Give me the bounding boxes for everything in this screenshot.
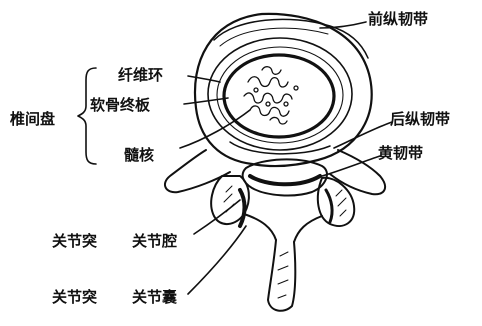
label-articular-process-2: 关节突 [52,288,97,306]
right-joint-cavity-line [326,190,332,222]
label-anterior-longitudinal-ligament: 前纵韧带 [368,10,428,28]
label-cartilage-endplate: 软骨终板 [90,96,150,114]
leader-joint-capsule [188,226,246,294]
label-articular-process-1: 关节突 [52,232,97,250]
label-ligamentum-flavum: 黄韧带 [378,144,423,162]
label-nucleus-pulposus: 髓核 [124,146,154,164]
spinous-process [268,240,295,311]
right-facet-hatch [336,190,346,216]
endplate-ring [224,55,334,137]
left-joint-cavity-line [240,190,245,226]
leader-annulus [188,76,220,82]
leader-nucleus [180,110,250,148]
label-intervertebral-disc: 椎间盘 [10,110,55,128]
leader-ligamentum-flavum [322,156,380,176]
label-posterior-longitudinal-ligament: 后纵韧带 [390,110,450,128]
spinous-process-shading [278,252,288,298]
ligamentum-flavum [250,176,320,184]
left-pedicle [165,150,230,192]
leader-joint-cavity [194,200,240,234]
annulus-ring-mid [217,47,343,143]
label-annulus-fibrosus: 纤维环 [118,66,163,84]
disc-bracket [78,68,96,164]
nucleus-pulposus-squiggles [244,67,298,124]
lamina-outline [244,214,322,242]
leader-endplate [184,98,228,104]
label-joint-capsule: 关节囊 [132,288,177,306]
label-joint-cavity: 关节腔 [132,232,177,250]
